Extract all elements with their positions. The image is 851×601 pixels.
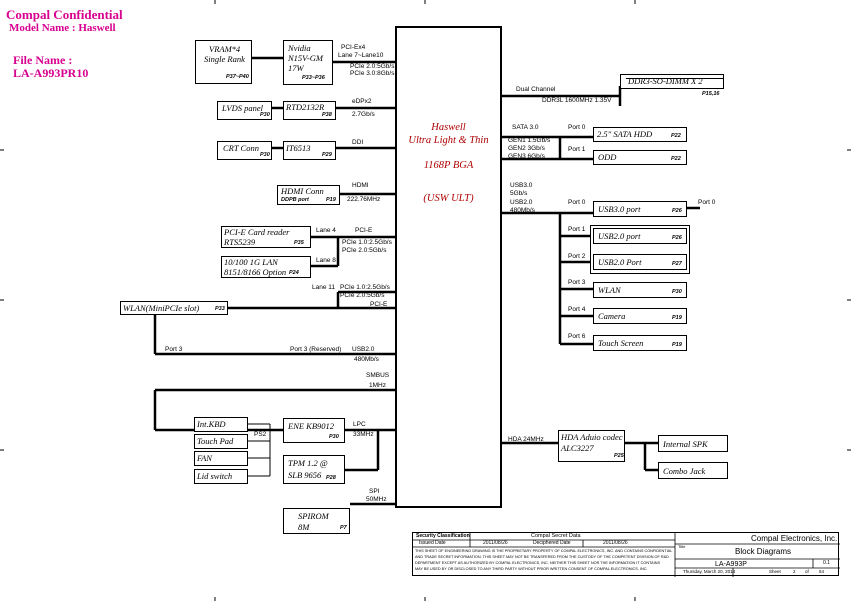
pcie-2-speed-label-b: PCIe 2.0:5Gb/s — [342, 247, 387, 254]
ddi-label: DDI — [352, 139, 364, 146]
usb30-speed-label: 5Gb/s — [510, 190, 528, 197]
audio-codec-block: HDA Aduio codec ALC3227 P25 — [558, 430, 625, 462]
lane-7-10-label: Lane 7~Lane10 — [338, 52, 384, 59]
wlan-slot-block: WLAN(MiniPCIe slot) P33 — [120, 301, 228, 315]
confidential-title: Compal Confidential — [6, 7, 123, 22]
port-3-reserved-label: Port 3 (Reserved) — [290, 346, 342, 353]
lvds-panel-block: LVDS panel P30 — [217, 101, 272, 120]
sata-label: SATA 3.0 — [512, 124, 539, 131]
sata-hdd-block: 2.5" SATA HDD P22 — [593, 127, 687, 142]
it6513-block: IT6513 P29 — [283, 141, 336, 160]
rtd-block: RTD2132R P38 — [283, 101, 336, 120]
tpm-block: TPM 1.2 @ SLB 9656 P28 — [283, 455, 345, 484]
usb20-port-b-block: USB2.0 Port P27 — [593, 254, 687, 270]
edp-speed-label: 2.7Gb/s — [352, 111, 375, 118]
spirom-block: SPIROM 8M P7 — [283, 508, 350, 534]
usb-port-4-label: Port 4 — [568, 306, 586, 313]
pcie-label-2: PCI-E — [370, 301, 388, 308]
combo-jack-block: Combo Jack — [658, 462, 728, 479]
hda-label: HDA 24MHz — [508, 436, 544, 443]
lpc-label: LPC — [353, 421, 366, 428]
odd-block: ODD P22 — [593, 150, 687, 165]
internal-spk-block: Internal SPK — [658, 435, 728, 452]
file-name-label: File Name : — [13, 53, 73, 67]
port-3-label-left: Port 3 — [165, 346, 183, 353]
cpu-variant: Ultra Light & Thin — [408, 135, 489, 146]
wlan-block-right: WLAN P30 — [593, 282, 687, 298]
sata-port-1-label: Port 1 — [568, 146, 586, 153]
sata-port-0-label: Port 0 — [568, 124, 586, 131]
sheet-title: Block Diagrams — [735, 547, 792, 556]
spi-speed-label: 50MHz — [366, 496, 387, 503]
file-name: LA-A993PR10 — [13, 66, 89, 80]
dual-channel-label: Dual Channel — [516, 86, 556, 93]
ps2-label: PS2 — [254, 431, 267, 438]
usb-port-3-label: Port 3 — [568, 279, 586, 286]
model-name: Model Name : Haswell — [9, 22, 116, 34]
usb30-port-block: USB3.0 port P26 — [593, 201, 687, 217]
usb20-speed-label-right: 480Mb/s — [510, 207, 535, 214]
spi-label: SPI — [369, 488, 380, 495]
doc-number: LA-A993P — [715, 561, 747, 568]
pcie-2-speed-label: PCIe 2.0:5Gb/s — [350, 63, 395, 70]
usb-port-6-label: Port 6 — [568, 333, 586, 340]
lane-11-label: Lane 11 — [312, 284, 336, 291]
ddr-dimm-block: DDR3-SO-DIMM X 2 P15,16 — [626, 77, 724, 100]
gpu-block: Nvidia N15V-GM 17W P33~P36 — [283, 40, 333, 85]
usb-port-1-label: Port 1 — [568, 226, 586, 233]
usb3-port-0-label: Port 0 — [698, 199, 716, 206]
pcie-3-speed-label: PCIe 3.0:8Gb/s — [350, 70, 395, 77]
usb-port-2-label: Port 2 — [568, 253, 586, 260]
hdmi-speed-label: 222.76MHz — [347, 196, 381, 203]
lane-4-label: Lane 4 — [316, 227, 336, 234]
pcie-2-speed-label-c: PCIe 2.0:5Gb/s — [340, 292, 385, 299]
gen2-label: GEN2 3Gb/s — [508, 145, 545, 152]
touch-pad-block: Touch Pad — [194, 434, 248, 449]
usb20-label-left: USB2.0 — [352, 346, 375, 353]
smbus-label: SMBUS — [366, 372, 390, 379]
company-name: Compal Electronics, Inc. — [751, 534, 838, 543]
usb30-label: USB3.0 — [510, 182, 533, 189]
crt-conn-block: CRT Conn P30 — [217, 141, 272, 160]
lane-8-label: Lane 8 — [316, 257, 336, 264]
usb20-label-right: USB2.0 — [510, 199, 533, 206]
touch-screen-block: Touch Screen P19 — [593, 335, 687, 351]
lan-block: 10/100 1G LAN 8151/8166 Option P24 — [221, 256, 311, 278]
hdmi-conn-block: HDMI Conn DDPB port P19 — [277, 185, 340, 205]
usb-speed-label-left: 480Mb/s — [354, 356, 379, 363]
usb20-port-a-block: USB2.0 port P26 — [593, 228, 687, 244]
edp-label: eDPx2 — [352, 98, 372, 105]
ddr-dimm-block-back — [620, 74, 724, 89]
gen3-label: GEN3 6Gb/s — [508, 153, 545, 160]
fan-block: FAN — [194, 451, 248, 466]
vram-block: VRAM*4 Single Rank P37~P40 — [195, 40, 252, 84]
title-block-grid — [413, 533, 840, 577]
cpu-family: (USW ULT) — [423, 193, 474, 204]
lpc-speed-label: 33MHz — [353, 431, 374, 438]
pcie-1-speed-label-b: PCIe 1.0:2.5Gb/s — [340, 284, 390, 291]
hdmi-label: HDMI — [352, 182, 369, 189]
pcie-x4-label: PCI-Ex4 — [341, 44, 366, 51]
ddr-speed-label: DDR3L 1600MHz 1.35V — [542, 97, 612, 104]
gen1-label: GEN1 1.5Gb/s — [508, 137, 551, 144]
cpu-name: Haswell — [431, 122, 466, 133]
pcie-label-1: PCI-E — [355, 227, 373, 234]
camera-block: Camera P19 — [593, 308, 687, 324]
int-kbd-block: Int.KBD — [194, 417, 248, 432]
card-reader-block: PCI-E Card reader RTS5239 P35 — [221, 226, 311, 248]
smbus-speed-label: 1MHz — [369, 382, 386, 389]
pcie-1-speed-label: PCIe 1.0:2.5Gb/s — [342, 239, 392, 246]
usb-port-0-label: Port 0 — [568, 199, 586, 206]
ec-block: ENE KB9012 P30 — [283, 418, 345, 443]
lid-switch-block: Lid switch — [194, 469, 248, 484]
cpu-block: Haswell Ultra Light & Thin 1168P BGA (US… — [395, 26, 502, 508]
cpu-package: 1168P BGA — [423, 160, 474, 171]
title-block: Security Classification Compal Secret Da… — [412, 532, 840, 577]
